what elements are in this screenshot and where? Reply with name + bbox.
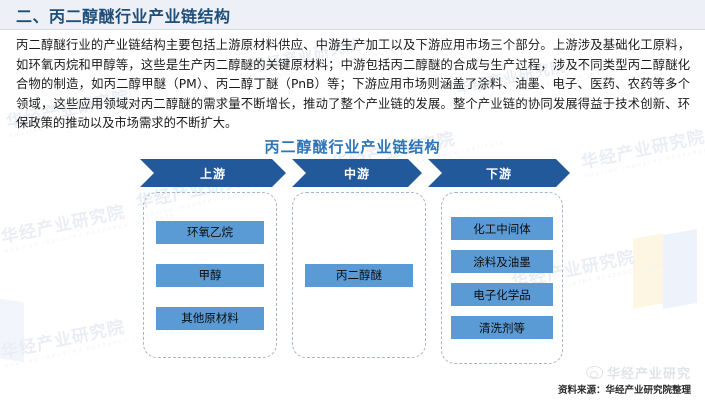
node-item: 环氧乙烷 [156,220,264,244]
weibo-watermark: 华经产业研究 [585,363,691,382]
source-note: 资料来源：华经产业研究院整理 [557,385,691,396]
page-title: 二、丙二醇醚行业产业链结构 [16,7,231,26]
chevron-downstream: 下游 [428,159,570,187]
chevron-midstream: 中游 [292,159,422,187]
chevron-upstream: 上游 [140,159,286,187]
tier-midstream: 丙二醇醚 [292,192,426,358]
node-item: 化工中间体 [451,217,553,240]
figure-title: 丙二醇醚行业产业链结构 [264,138,441,156]
node-item: 清洗剂等 [451,316,553,339]
tier-upstream: 环氧乙烷 甲醇 其他原材料 [143,192,277,358]
node-item: 电子化学品 [451,283,553,306]
node-item: 丙二醇醚 [305,263,413,287]
decorative-shape-right-yellow [633,233,663,309]
header: 二、丙二醇醚行业产业链结构 [0,0,705,30]
tier-downstream: 化工中间体 涂料及油墨 电子化学品 清洗剂等 [441,192,563,364]
header-band [0,0,705,30]
node-item: 涂料及油墨 [451,250,553,273]
weibo-watermark-text: 华经产业研究 [606,367,691,382]
header-divider [0,29,705,30]
decorative-shape-left-blue [0,297,24,363]
chevron-band: 上游 中游 下游 [140,159,570,187]
weibo-eye-icon [585,366,603,379]
body-paragraph: 丙二醇醚行业的产业链结构主要包括上游原材料供应、中游生产加工以及下游应用市场三个… [16,38,690,130]
node-item: 甲醇 [156,263,264,287]
node-item: 其他原材料 [156,306,264,330]
decorative-shape-right-blue [663,229,697,309]
